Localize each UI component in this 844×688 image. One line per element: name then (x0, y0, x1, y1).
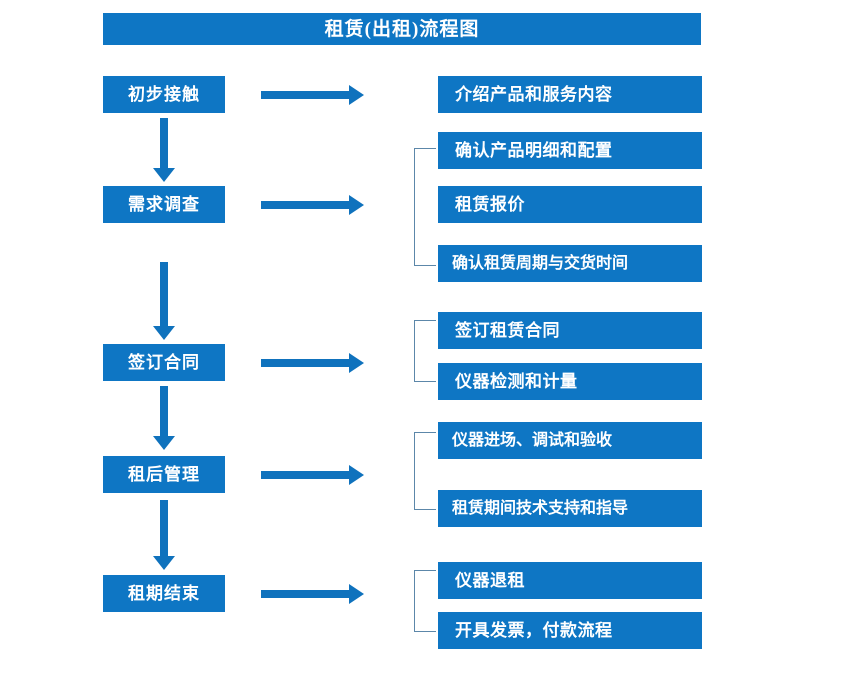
detail-box-确认产品明细和配置[interactable]: 确认产品明细和配置 (438, 132, 702, 169)
detail-box-仪器检测和计量[interactable]: 仪器检测和计量 (438, 363, 702, 400)
detail-box-仪器退租[interactable]: 仪器退租 (438, 562, 702, 599)
stage-box-需求调查[interactable]: 需求调查 (103, 186, 225, 223)
stage-box-租后管理[interactable]: 租后管理 (103, 456, 225, 493)
arrow-down-icon-4 (149, 500, 179, 572)
detail-box-租赁期间技术支持和指导[interactable]: 租赁期间技术支持和指导 (438, 490, 702, 527)
arrow-right-icon-2 (261, 194, 365, 216)
arrow-right-icon-4 (261, 464, 365, 486)
detail-box-介绍产品和服务内容[interactable]: 介绍产品和服务内容 (438, 76, 702, 113)
arrow-right-icon-3 (261, 352, 365, 374)
detail-box-仪器进场调试和验收[interactable]: 仪器进场、调试和验收 (438, 422, 702, 459)
stage-box-初步接触[interactable]: 初步接触 (103, 76, 225, 113)
arrow-down-icon-1 (149, 118, 179, 184)
arrow-down-icon-2 (149, 262, 179, 342)
arrow-right-icon-1 (261, 84, 365, 106)
detail-box-租赁报价[interactable]: 租赁报价 (438, 186, 702, 223)
group-bracket-租后管理 (414, 432, 436, 510)
stage-box-租期结束[interactable]: 租期结束 (103, 575, 225, 612)
detail-box-确认租赁周期与交货时间[interactable]: 确认租赁周期与交货时间 (438, 245, 702, 282)
detail-box-签订租赁合同[interactable]: 签订租赁合同 (438, 312, 702, 349)
group-bracket-租期结束 (414, 570, 436, 632)
stage-box-签订合同[interactable]: 签订合同 (103, 344, 225, 381)
arrow-down-icon-3 (149, 386, 179, 452)
arrow-right-icon-5 (261, 583, 365, 605)
detail-box-开具发票付款流程[interactable]: 开具发票，付款流程 (438, 612, 702, 649)
diagram-title: 租赁(出租)流程图 (103, 13, 701, 45)
group-bracket-签订合同 (414, 320, 436, 382)
group-bracket-需求调查 (414, 148, 436, 266)
